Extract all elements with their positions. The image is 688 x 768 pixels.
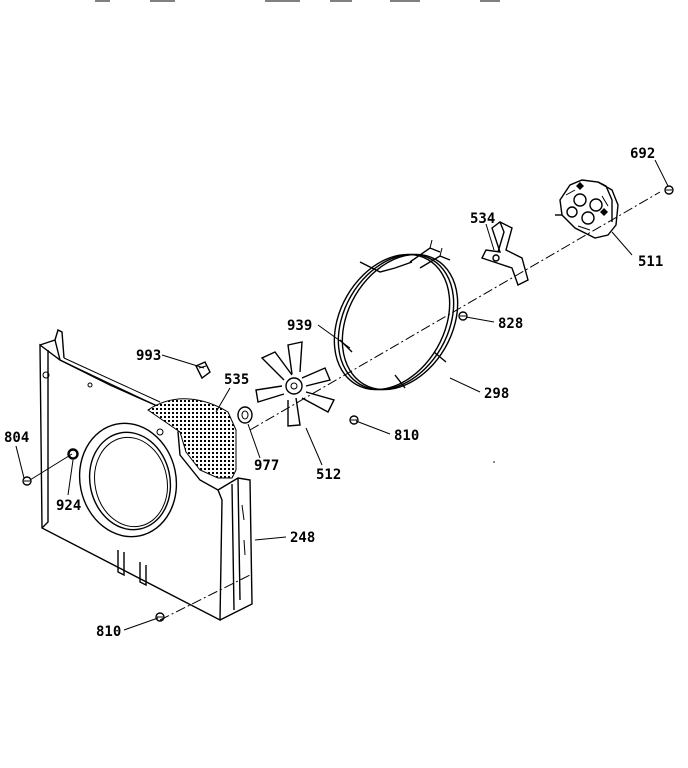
screw-692 <box>664 185 674 195</box>
callout-993: 993 <box>136 348 161 364</box>
screw-828 <box>458 311 468 321</box>
assembly-axis-line <box>159 191 661 621</box>
callout-810-upper: 810 <box>394 428 419 444</box>
washer-924 <box>67 448 79 460</box>
screw-810-lower <box>155 612 165 622</box>
screw-804 <box>22 476 32 486</box>
callout-939: 939 <box>287 318 312 334</box>
bracket-534 <box>481 221 529 286</box>
callout-828: 828 <box>498 316 523 332</box>
callout-804: 804 <box>4 430 29 446</box>
clip-993 <box>195 361 211 380</box>
callout-298: 298 <box>484 386 509 402</box>
mesh-screen-535 <box>147 398 237 479</box>
heating-element-298 <box>333 239 459 391</box>
screw-810-upper <box>349 415 359 425</box>
callout-534: 534 <box>470 211 495 227</box>
callout-924: 924 <box>56 498 81 514</box>
callout-511: 511 <box>638 254 663 270</box>
motor-511 <box>555 179 619 239</box>
callout-692: 692 <box>630 146 655 162</box>
callout-248: 248 <box>290 530 315 546</box>
callout-535: 535 <box>224 372 249 388</box>
callout-810-lower: 810 <box>96 624 121 640</box>
fan-blade-512 <box>255 341 336 427</box>
nut-977 <box>237 406 253 424</box>
callout-977: 977 <box>254 458 279 474</box>
callout-512: 512 <box>316 467 341 483</box>
rear-panel-248 <box>39 329 253 622</box>
scan-dot <box>493 461 495 463</box>
leader-lines <box>15 159 669 631</box>
